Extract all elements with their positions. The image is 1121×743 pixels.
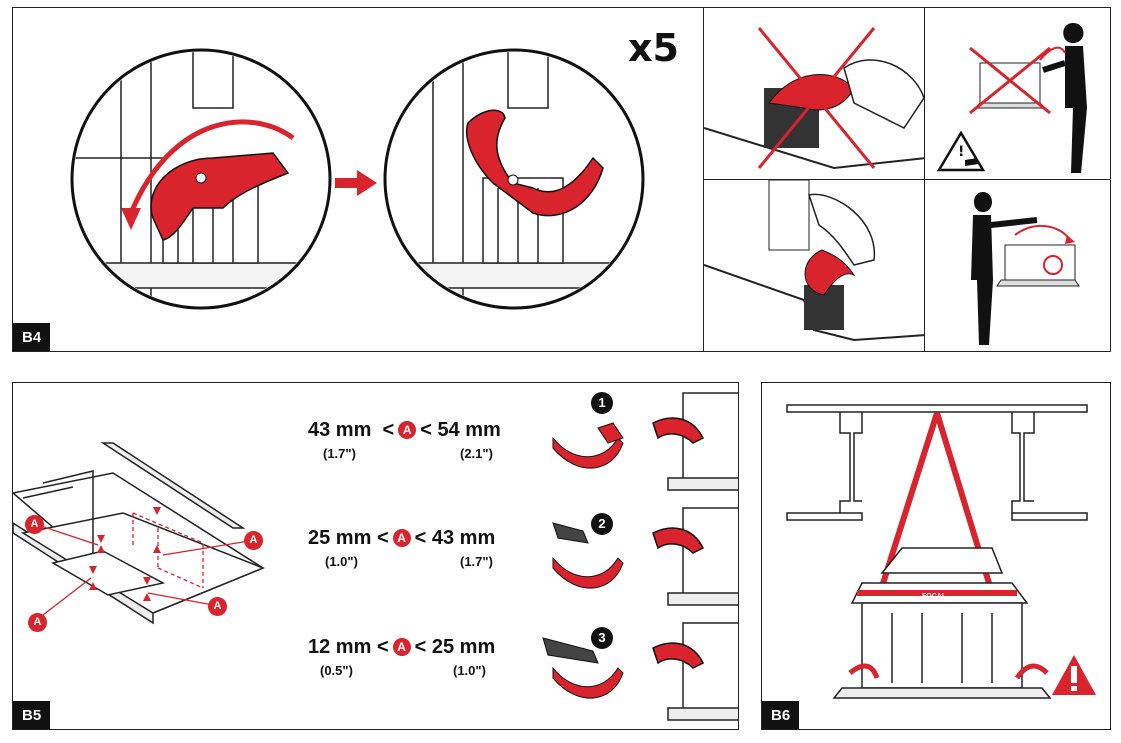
dim-max-1: 54 mm (437, 419, 501, 441)
b4-wrong-grip (703, 7, 925, 180)
step-badge-1: 1 (591, 392, 613, 414)
panel-tag-b5: B5 (13, 701, 51, 729)
a-badge-3: A (392, 638, 411, 656)
b4-circle-before (70, 48, 332, 310)
panel-tag-b6: B6 (762, 701, 800, 729)
b4-step-arrow (335, 170, 377, 196)
panel-b5: A A A A 43 mm <A< 54 mm (1.7") (2.1") 1 … (12, 382, 739, 730)
callout-a-2: A (244, 531, 263, 550)
dim-max-3: 25 mm (431, 636, 496, 658)
panel-tag-b4: B4 (13, 323, 51, 351)
warning-hand-icon: ! (936, 130, 986, 172)
dim-min-in-1: (1.7") (323, 446, 356, 461)
b5-mounted-clips (652, 392, 738, 721)
dim-max-in-1: (2.1") (460, 446, 493, 461)
panel-b4: x5 B4 (12, 7, 704, 352)
callout-a-1: A (25, 515, 44, 534)
b4-clip-open (150, 152, 290, 241)
dim-row-2: 25 mm <A< 43 mm (308, 527, 496, 549)
dim-min-3: 12 mm (308, 636, 372, 658)
b5-clip-images (542, 422, 624, 699)
dim-max-in-2: (1.7") (460, 554, 493, 569)
b6-brand-label: FOCAL (922, 593, 947, 600)
b4-correct-lift (924, 179, 1111, 352)
dim-max-2: 43 mm (431, 527, 496, 549)
b4-correct-grip (703, 179, 925, 352)
b4-wrong-lift: ! (924, 7, 1111, 180)
step-badge-3: 3 (591, 627, 613, 649)
dim-max-in-3: (1.0") (453, 663, 486, 678)
a-badge-1: A (398, 421, 417, 439)
callout-a-4: A (208, 597, 227, 616)
callout-a-3: A (28, 613, 47, 632)
a-badge-2: A (392, 529, 411, 547)
b4-circle-after (383, 48, 645, 310)
dim-min-in-3: (0.5") (320, 663, 353, 678)
dim-row-1: 43 mm <A< 54 mm (308, 419, 501, 441)
step-badge-2: 2 (591, 513, 613, 535)
dim-min-in-2: (1.0") (325, 554, 358, 569)
dim-min-2: 25 mm (308, 527, 372, 549)
dim-min-1: 43 mm (308, 419, 372, 441)
repeat-multiplier: x5 (628, 26, 679, 70)
dim-row-3: 12 mm <A< 25 mm (308, 636, 496, 658)
b4-illustration (70, 48, 645, 310)
panel-b6: FOCAL B6 (761, 382, 1111, 730)
b6-lifting-diagram: FOCAL (786, 404, 1096, 699)
b4-clip-closed (466, 109, 604, 217)
svg-text:!: ! (958, 144, 964, 160)
warning-icon (1052, 655, 1096, 695)
b4-rotate-arrow (128, 119, 295, 214)
b5-ceiling-diagram (13, 392, 738, 721)
